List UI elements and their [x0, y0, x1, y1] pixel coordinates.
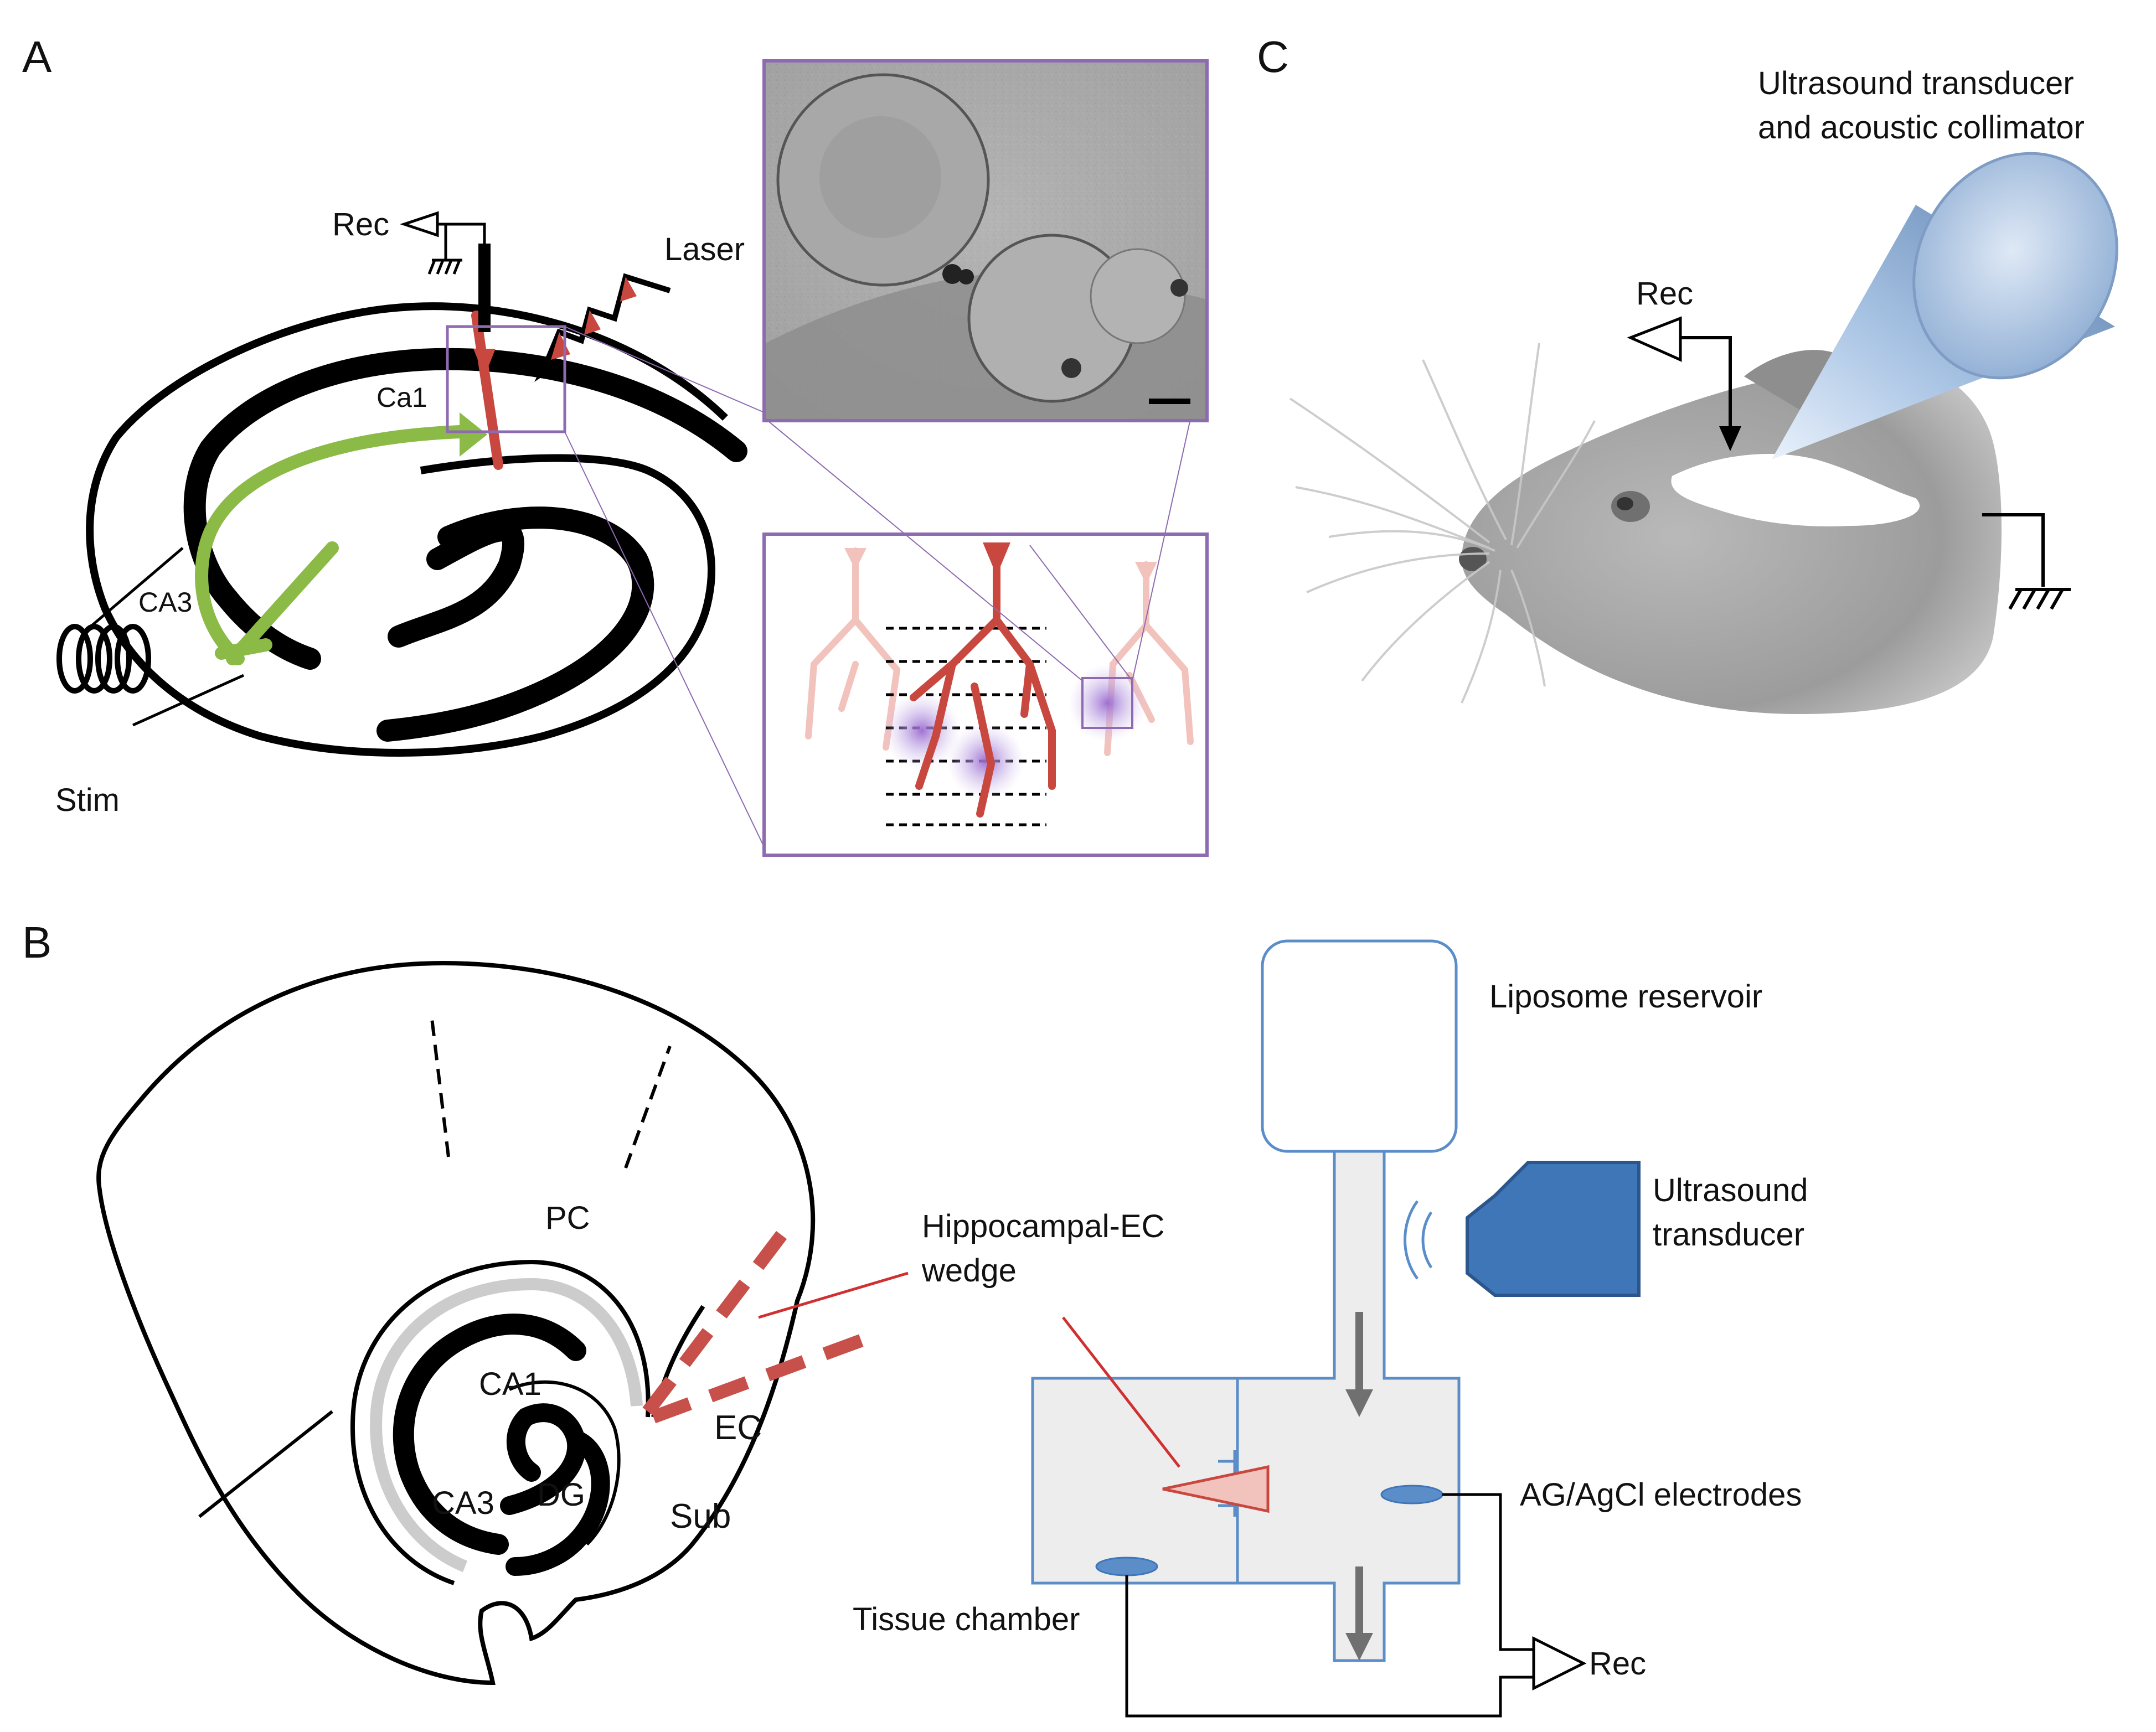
- liposome-reservoir: [1261, 939, 1458, 1153]
- wedge-label-line2: wedge: [921, 1253, 1017, 1289]
- dendrite-zoom-panel: [762, 418, 1209, 857]
- pc-boundary-1: [430, 1018, 450, 1157]
- ca3-tick: [215, 638, 272, 660]
- ca3-branch: [226, 541, 339, 665]
- us-label-line1: Ultrasound: [1653, 1172, 1808, 1208]
- wedge-pointer: [758, 1271, 909, 1319]
- panel-b: B PC CA1 CA3 DG EC Sub Hippocampal-EC we…: [22, 918, 1808, 1718]
- laser-arrowhead: [534, 360, 559, 382]
- stim-label: Stim: [55, 782, 120, 818]
- transducer-cone: [1772, 152, 2118, 459]
- hippo-inner-line: [508, 1380, 621, 1546]
- panel-b-letter: B: [22, 918, 51, 967]
- wedge-cut-1: [642, 1224, 792, 1416]
- pc-boundary-2: [624, 1045, 672, 1169]
- hippo-gray-band: [370, 1278, 643, 1573]
- zoom-box: [446, 325, 566, 433]
- zoom-line-1: [564, 326, 765, 413]
- ca1-label-a: Ca1: [376, 382, 427, 413]
- panel-a-letter: A: [22, 32, 52, 81]
- slice-outline: [86, 302, 728, 757]
- stim-coil-icon: [56, 547, 245, 727]
- tissue-wedge: [1162, 1465, 1270, 1513]
- rec-label-c: Rec: [1636, 276, 1693, 312]
- rec-wire: [437, 223, 486, 244]
- ec-label: EC: [714, 1409, 762, 1447]
- neuron-dendrite: [471, 311, 503, 470]
- sub-label: Sub: [670, 1497, 731, 1535]
- laser-pulse-2: [584, 310, 601, 335]
- transducer-title-line1: Ultrasound transducer: [1758, 65, 2074, 101]
- laser-label: Laser: [664, 231, 745, 267]
- ca3-label-b: CA3: [432, 1485, 494, 1521]
- zoom-line-2: [564, 431, 765, 847]
- panel-a: A Rec Lase: [22, 32, 1209, 857]
- rec-label-b: Rec: [1589, 1646, 1646, 1682]
- dentate-gyrus-lower: [376, 506, 654, 742]
- transducer-title-line2: and acoustic collimator: [1758, 110, 2085, 146]
- rec-wiring: [1125, 1493, 1534, 1718]
- rec-ground-icon: [427, 224, 462, 275]
- rec-label-a: Rec: [332, 206, 389, 242]
- rec-amplifier-icon-c: [1627, 316, 1682, 362]
- laser-pulse-1: [620, 277, 637, 302]
- panel-c-letter: C: [1257, 32, 1289, 81]
- brain-lower-line: [198, 1410, 333, 1518]
- rec-wire-c: [1680, 336, 1732, 432]
- chamber-label: Tissue chamber: [853, 1601, 1080, 1637]
- hippo-ca-band: [393, 1314, 586, 1555]
- flow-arrow-upper: [1345, 1312, 1373, 1417]
- schaffer-path: [195, 425, 466, 665]
- ca1-label-b: CA1: [479, 1366, 541, 1402]
- reservoir-label: Liposome reservoir: [1489, 979, 1762, 1015]
- panel-c: C Ultrasound transducer and acoustic col…: [1257, 32, 2118, 714]
- ultrasound-waves-icon: [1404, 1200, 1433, 1280]
- dg-label: DG: [537, 1477, 585, 1513]
- wedge-label-line1: Hippocampal-EC: [922, 1208, 1164, 1244]
- tissue-pointer: [1062, 1316, 1180, 1468]
- brain-outline: [96, 960, 816, 1686]
- ground-icon-c: [1982, 513, 2071, 610]
- rec-amplifier-icon-b: [1532, 1636, 1587, 1691]
- rec-arrowhead-c: [1719, 426, 1741, 451]
- us-label-line2: transducer: [1653, 1217, 1804, 1253]
- rec-amplifier-icon: [400, 211, 439, 237]
- rat-head: [1289, 343, 2002, 714]
- flow-channel: [1031, 1150, 1461, 1662]
- dentate-gyrus: [388, 519, 524, 648]
- electrode-right: [1380, 1485, 1443, 1504]
- neuron-soma: [473, 349, 496, 376]
- pc-label: PC: [545, 1200, 590, 1236]
- em-micrograph: [762, 59, 1209, 422]
- electrode-left: [1095, 1557, 1158, 1576]
- flow-arrow-lower: [1345, 1566, 1373, 1661]
- ca-layer: [183, 348, 747, 670]
- electrodes-label: AG/AgCl electrodes: [1520, 1477, 1802, 1513]
- hippo-dg: [500, 1403, 610, 1576]
- ca3-label-a: CA3: [138, 587, 192, 618]
- ultrasound-transducer-block: [1466, 1161, 1641, 1297]
- hippo-outer: [350, 1259, 651, 1585]
- schaffer-arrowhead: [460, 412, 487, 457]
- wedge-cut-2: [651, 1333, 866, 1424]
